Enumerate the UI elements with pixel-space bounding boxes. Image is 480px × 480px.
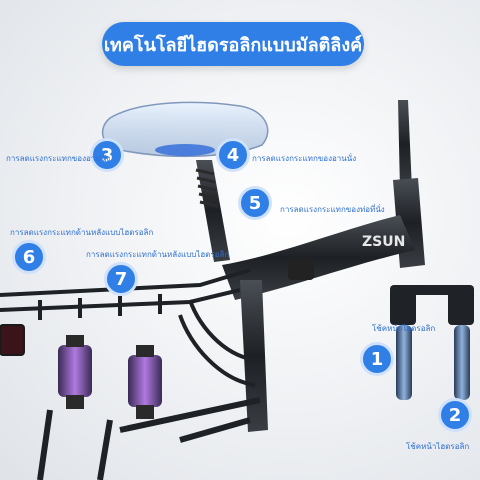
fork-crown (395, 285, 470, 295)
callout-badge-2: 2 (438, 398, 472, 432)
main-frame (222, 215, 415, 300)
callout-label-4: การลดแรงกระแทกของอานนั่ง (252, 154, 357, 163)
callout-label-5: การลดแรงกระแทกของท่อที่นั่ง (280, 205, 385, 214)
seat-post (196, 160, 230, 262)
saddle-spring-glow (155, 144, 215, 156)
callout-badge-3: 3 (90, 138, 124, 172)
front-fork-right (448, 285, 474, 400)
callout-label-6: การลดแรงกระแทกด้านหลังแบบไฮดรอลิก (10, 228, 154, 237)
callout-badge-7: 7 (104, 262, 138, 296)
callout-badge-4: 4 (216, 138, 250, 172)
rear-rack (0, 268, 261, 387)
rear-dropouts (37, 397, 261, 480)
seatpost-spring (195, 168, 219, 208)
rear-shock-left (58, 335, 92, 409)
callout-badge-5: 5 (238, 186, 272, 220)
brand-logo: ZSUN (362, 234, 405, 250)
callout-label-3: การลดแรงกระแทกของอานนั่ง (6, 154, 111, 163)
front-fork-left (390, 285, 416, 400)
callout-label-7: การลดแรงกระแทกด้านหลังแบบไฮดรอลิก (86, 250, 230, 259)
handlebar-stem (398, 100, 412, 190)
callout-label-2: โช้คหน้าไฮดรอลิก (406, 442, 470, 451)
rear-shock-right (128, 345, 162, 419)
down-tube (240, 280, 268, 432)
callout-badge-1: 1 (360, 342, 394, 376)
folding-hinge (288, 258, 314, 280)
page-title: เทคโนโลยีไฮดรอลิกแบบมัลติลิงค์ (102, 22, 364, 66)
callout-badge-6: 6 (12, 240, 46, 274)
callout-label-1: โช้คหน้าไฮดรอลิก (372, 324, 436, 333)
rear-reflector (0, 324, 25, 356)
